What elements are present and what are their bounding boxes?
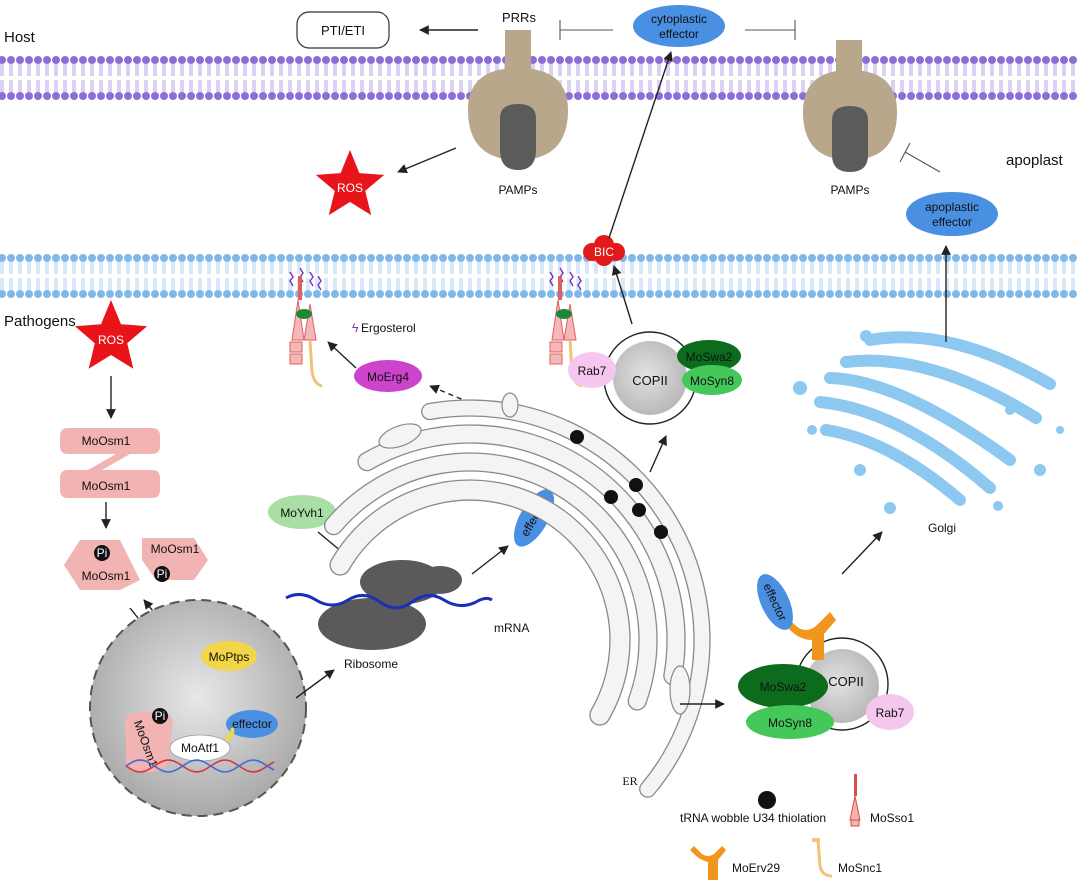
mosyn8-top: MoSyn8 [682,365,742,395]
svg-text:MoOsm1: MoOsm1 [82,479,131,493]
svg-text:cytoplastic: cytoplastic [651,12,707,26]
legend: tRNA wobble U34 thiolation MoSso1 MoErv2… [680,774,914,880]
ergosterol-icon: ϟ [352,321,359,335]
copii-to-bic-arrow [611,265,633,325]
svg-text:COPII: COPII [828,674,863,689]
ros-host-star [315,150,385,216]
pamp-to-ros-arrow [397,147,457,174]
er-to-copii-top-arrow [649,435,667,473]
svg-text:MoSyn8: MoSyn8 [768,716,812,730]
legend-moerv29-icon [690,846,726,880]
er-label: ER [622,774,637,788]
golgi-apparatus [793,330,1064,514]
pamp-right-shape [832,106,868,172]
moatf1: MoAtf1 [169,727,235,762]
svg-text:effector: effector [659,27,699,41]
svg-text:MoSwa2: MoSwa2 [686,350,733,364]
ribosome-label: Ribosome [344,657,398,671]
cytoplastic-effector: cytoplastic effector [633,5,725,47]
prr-receptor-left [468,30,568,170]
moerv29-receptor [778,612,836,660]
pamp-left-shape [500,104,536,170]
svg-text:COPII: COPII [632,373,667,388]
svg-text:MoSyn8: MoSyn8 [690,374,734,388]
dna-helix [125,759,275,773]
legend-mosso1-label: MoSso1 [870,811,914,825]
inhibition-right [745,20,796,40]
svg-text:MoSwa2: MoSwa2 [760,680,807,694]
svg-text:MoPtps: MoPtps [209,650,250,664]
legend-moerv29-label: MoErv29 [732,861,780,875]
legend-mosnc1-icon [812,838,833,878]
snare-complex-left [289,267,323,388]
svg-text:MoOsm1: MoOsm1 [82,569,131,583]
svg-text:Rab7: Rab7 [876,706,905,720]
bic-to-cytoplastic-arrow [608,51,673,239]
trna-thiolation-dots [570,430,668,539]
pti-eti-box: PTI/ETI [296,11,390,49]
ribosome-to-effector-arrow [471,545,509,575]
prr-receptor-right [803,40,897,172]
svg-text:Pi: Pi [157,567,168,581]
svg-text:BIC: BIC [594,245,614,259]
copii-vesicle-top: COPII [603,331,697,425]
svg-text:Rab7: Rab7 [578,364,607,378]
prrs-label: PRRs [502,10,536,25]
svg-text:Pi: Pi [97,546,108,560]
moyvh1: MoYvh1 [268,495,336,529]
bic-blob: BIC [583,235,625,266]
moosm1-phosphorylated: MoOsm1 MoOsm1 Pi Pi [64,538,208,590]
svg-text:apoplastic: apoplastic [925,200,979,214]
inhibition-left [559,20,613,40]
svg-text:effector: effector [232,717,272,731]
apoplast-label: apoplast [1006,152,1064,169]
moosm1-dimer: MoOsm1 MoOsm1 [60,428,160,498]
endoplasmic-reticulum [324,392,711,798]
inhibition-apoplastic [899,142,941,173]
svg-text:MoErg4: MoErg4 [367,370,409,384]
ribosome [285,560,493,650]
apoplastic-effector: apoplastic effector [906,192,998,236]
moerg4: MoErg4 [354,360,422,392]
mosyn8-bottom: MoSyn8 [746,705,834,739]
rab7-bottom: Rab7 [866,694,914,730]
legend-trna-label: tRNA wobble U34 thiolation [680,811,826,825]
nucleus-to-ribosome-arrow [295,669,335,699]
legend-mosnc1-label: MoSnc1 [838,861,882,875]
host-label: Host [4,29,36,46]
mrna-label: mRNA [494,621,529,635]
moerg4-to-snare-arrow [327,341,357,369]
effector-nuclear: effector [226,710,278,738]
svg-text:effector: effector [932,215,972,229]
nucleus [89,599,307,817]
legend-trna-dot [758,791,776,809]
svg-text:MoYvh1: MoYvh1 [280,506,324,520]
pathogen-membrane [0,254,1077,298]
svg-text:Pi: Pi [155,709,166,723]
svg-text:MoOsm1: MoOsm1 [82,434,131,448]
ros-pathogen-star [74,300,148,369]
copii-to-golgi-arrow [841,531,883,575]
golgi-label: Golgi [928,521,956,535]
ros-pathogen-label: ROS [98,333,124,347]
mrna-strand [285,593,493,610]
rab7-top: Rab7 [568,352,616,388]
pti-eti-label: PTI/ETI [321,23,365,38]
legend-mosso1-icon [849,774,861,827]
copii-vesicle-bottom: COPII [795,637,889,731]
moswa2-bottom: MoSwa2 [738,664,828,708]
pathogens-label: Pathogens [4,313,76,330]
ergosterol-label: Ergosterol [361,321,416,335]
pamps-left-label: PAMPs [498,183,537,197]
moswa2-top: MoSwa2 [677,340,741,372]
moptps: MoPtps [201,641,257,671]
svg-text:MoAtf1: MoAtf1 [181,741,219,755]
pamps-right-label: PAMPs [830,183,869,197]
svg-text:MoOsm1: MoOsm1 [151,542,200,556]
ros-host-label: ROS [337,181,363,195]
